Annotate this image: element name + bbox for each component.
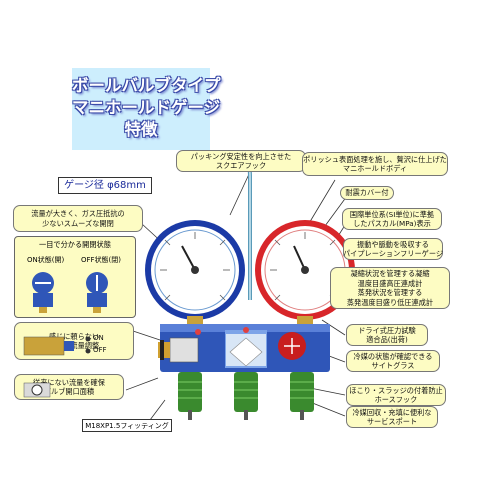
- callout-flow: 流量が大きく、ガス圧抵抗の少ないスムーズな開閉: [13, 205, 143, 232]
- callout-units: 国際単位系(SI単位)に準拠したパスカル(MPa)表示: [342, 208, 442, 230]
- state-off-label: OFF状態(閉): [81, 256, 122, 264]
- callout-polish: ポリッシュ表面処理を施し、贅沢に仕上げたマニホールドボディ: [302, 152, 448, 176]
- callout-pulsation: 振動や脈動を吸収するパイプレーションフリーゲージ: [342, 238, 444, 260]
- hose-ports: [178, 372, 314, 412]
- callout-service: 冷媒回収・充填に便利なサービスポート: [346, 406, 438, 428]
- title-panel: [72, 68, 210, 150]
- title-line-2: マニホールドゲージ: [72, 98, 221, 117]
- callout-sight: 冷媒の状態が確認できるサイトグラス: [346, 350, 440, 372]
- gauge-diameter-label: ゲージ径 φ68mm: [58, 177, 152, 194]
- callout-pressure: 凝縮状況を管理する凝縮温度目盛高圧連成計蒸発状況を管理する蒸発温度目盛り低圧連成…: [330, 267, 450, 309]
- state-panel-title: 一目で分かる開閉状態: [39, 240, 111, 249]
- switch-on-label: ON: [93, 334, 104, 342]
- callout-dry: ドライ式圧力試験適合品(出荷): [346, 324, 428, 346]
- title-line-1: ボールバルブタイプ: [72, 76, 221, 95]
- state-on-label: ON状態(開): [27, 256, 65, 264]
- callout-cover: 耐震カバー付: [340, 186, 394, 200]
- callout-sense: 感じに頼らない適確な流量調整: [14, 322, 134, 360]
- fitting-label: M18XP1.5フィッティング: [82, 419, 172, 432]
- state-icons-svg: [32, 272, 108, 313]
- state-panel: 一目で分かる開閉状態 ON状態(開) OFF状態(閉): [14, 236, 136, 318]
- switch-off-label: OFF: [93, 346, 107, 354]
- callout-bore: 従来にない流量を確保バルブ開口面積: [14, 374, 124, 400]
- callout-hose: ほこり・スラッジの付着防止ホースフック: [346, 384, 446, 406]
- title-line-3: 特徴: [124, 120, 158, 139]
- callout-packing: パッキング安定性を向上させたスクエアフック: [176, 150, 306, 172]
